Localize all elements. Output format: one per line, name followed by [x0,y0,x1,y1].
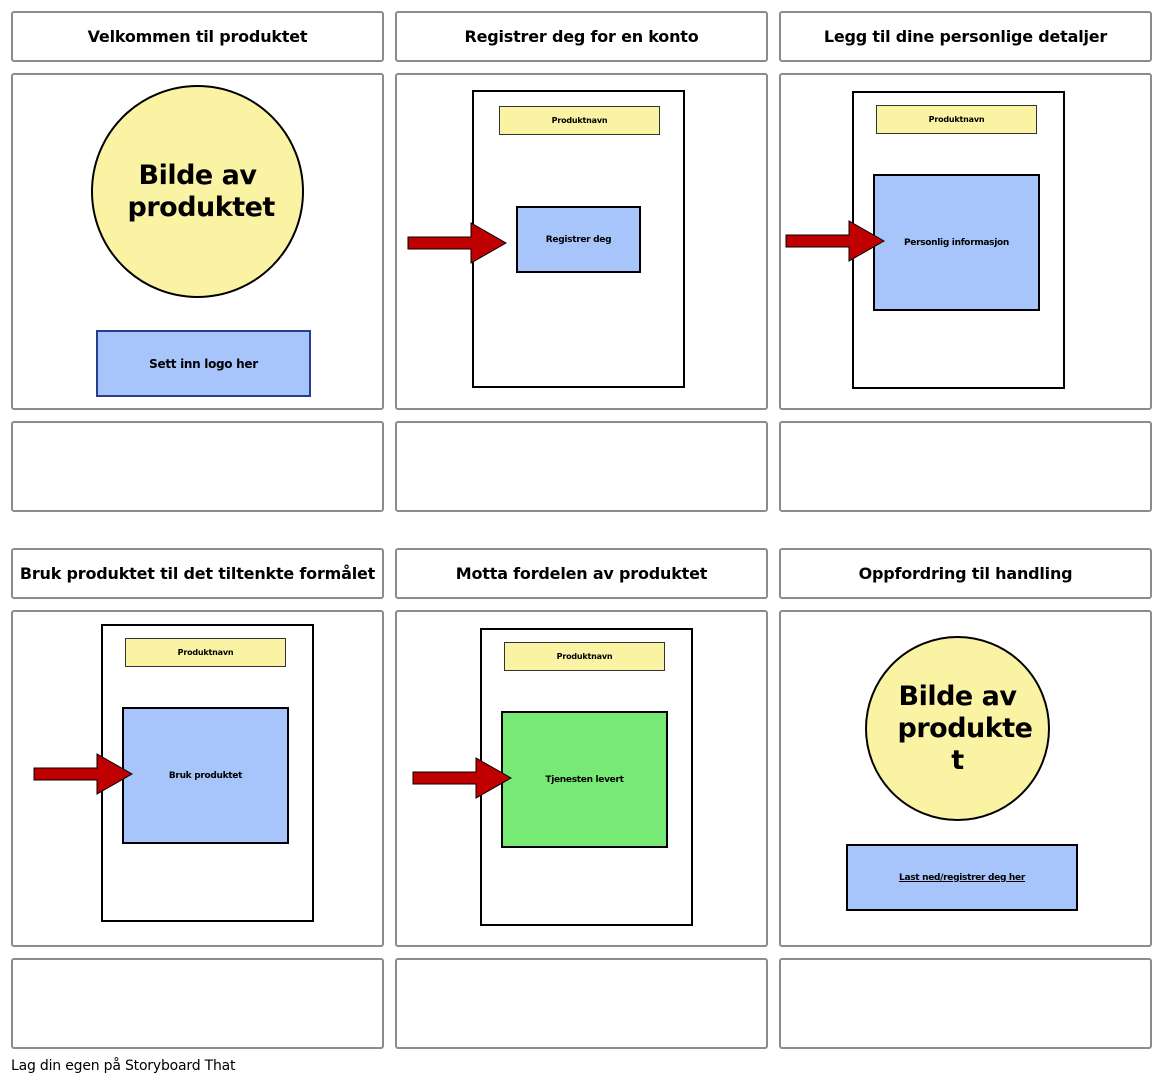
panel-1-scene: Bilde av produktet Sett inn logo her [11,73,384,410]
right-arrow-icon [785,220,885,262]
product-image-placeholder: Bilde av produktet [91,85,304,298]
product-image-text: Bilde av produktet [127,159,276,223]
logo-placeholder-text: Sett inn logo her [149,356,258,371]
panel-3-caption [779,421,1152,512]
panel-3-scene: Produktnavn Personlig informasjon [779,73,1152,410]
register-box-text: Registrer deg [545,234,612,245]
panel-4-scene: Produktnavn Bruk produktet [11,610,384,947]
panel-6-caption [779,958,1152,1049]
panel-2-title: Registrer deg for en konto [395,11,768,62]
panel-6-title: Oppfordring til handling [779,548,1152,599]
panel-6-scene: Bilde av produkte t Last ned/registrer d… [779,610,1152,947]
panel-5-scene: Produktnavn Tjenesten levert [395,610,768,947]
register-box: Registrer deg [516,206,641,273]
panel-1-title: Velkommen til produktet [11,11,384,62]
use-product-box-text: Bruk produktet [168,770,243,781]
download-register-link[interactable]: Last ned/registrer deg her [899,872,1025,883]
download-register-button[interactable]: Last ned/registrer deg her [846,844,1078,911]
right-arrow-icon [412,757,512,799]
phone-screen: Produktnavn Tjenesten levert [480,628,693,926]
right-arrow-icon [407,222,507,264]
service-delivered-box-text: Tjenesten levert [545,774,624,785]
panel-5-caption [395,958,768,1049]
logo-placeholder: Sett inn logo her [96,330,311,397]
product-image-text: Bilde av produkte t [897,680,1033,776]
product-name-bar: Produktnavn [125,638,286,667]
panel-5-title: Motta fordelen av produktet [395,548,768,599]
panel-4-caption [11,958,384,1049]
product-name-bar: Produktnavn [876,105,1037,134]
phone-screen: Produktnavn Registrer deg [472,90,685,388]
phone-screen: Produktnavn Personlig informasjon [852,91,1065,389]
product-name-text: Produktnavn [928,115,985,124]
panel-3-title: Legg til dine personlige detaljer [779,11,1152,62]
service-delivered-box: Tjenesten levert [501,711,668,848]
footer-link[interactable]: Lag din egen på Storyboard That [11,1058,236,1074]
product-name-text: Produktnavn [551,116,608,125]
product-name-bar: Produktnavn [499,106,660,135]
use-product-box: Bruk produktet [122,707,289,844]
phone-screen: Produktnavn Bruk produktet [101,624,314,922]
panel-2-scene: Produktnavn Registrer deg [395,73,768,410]
panel-4-title: Bruk produktet til det tiltenkte formåle… [11,548,384,599]
product-name-bar: Produktnavn [504,642,665,671]
product-image-placeholder: Bilde av produkte t [865,636,1050,821]
product-name-text: Produktnavn [177,648,234,657]
personal-info-box-text: Personlig informasjon [903,237,1010,248]
right-arrow-icon [33,753,133,795]
personal-info-box: Personlig informasjon [873,174,1040,311]
panel-1-caption [11,421,384,512]
product-name-text: Produktnavn [556,652,613,661]
panel-2-caption [395,421,768,512]
